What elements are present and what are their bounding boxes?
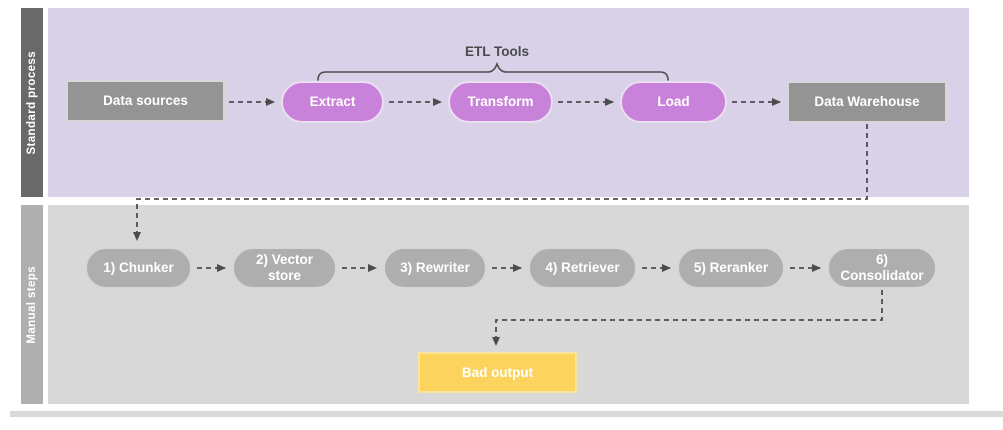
node-rewriter-label: 3) Rewriter [400,260,470,276]
lane-standard-process-label: Standard process [26,50,38,155]
lane-manual-steps-header: Manual steps [21,205,43,404]
node-reranker: 5) Reranker [677,247,785,289]
lane-standard-process-header: Standard process [21,8,43,197]
node-transform: Transform [448,81,553,123]
node-chunker: 1) Chunker [85,247,192,289]
node-extract: Extract [281,81,384,123]
node-data-warehouse: Data Warehouse [787,81,947,123]
node-consolidator: 6) Consolidator [827,247,937,289]
node-consolidator-label: 6) Consolidator [840,252,924,283]
node-extract-label: Extract [309,94,356,110]
node-vector-store-label: 2) Vector store [255,252,314,283]
node-bad-output: Bad output [418,352,577,393]
cropped-lane-strip [10,411,1003,417]
node-data-sources: Data sources [66,80,225,122]
node-transform-label: Transform [467,94,534,110]
node-data-warehouse-label: Data Warehouse [814,94,920,110]
node-load: Load [620,81,727,123]
node-load-label: Load [657,94,690,110]
etl-tools-group-label: ETL Tools [465,44,529,59]
node-retriever-label: 4) Retriever [545,260,620,276]
lane-manual-steps-label: Manual steps [26,265,38,344]
node-rewriter: 3) Rewriter [383,247,487,289]
node-retriever: 4) Retriever [528,247,637,289]
node-data-sources-label: Data sources [103,93,188,109]
node-bad-output-label: Bad output [461,364,534,380]
node-reranker-label: 5) Reranker [693,260,769,276]
node-chunker-label: 1) Chunker [103,260,174,276]
node-vector-store: 2) Vector store [232,247,337,289]
